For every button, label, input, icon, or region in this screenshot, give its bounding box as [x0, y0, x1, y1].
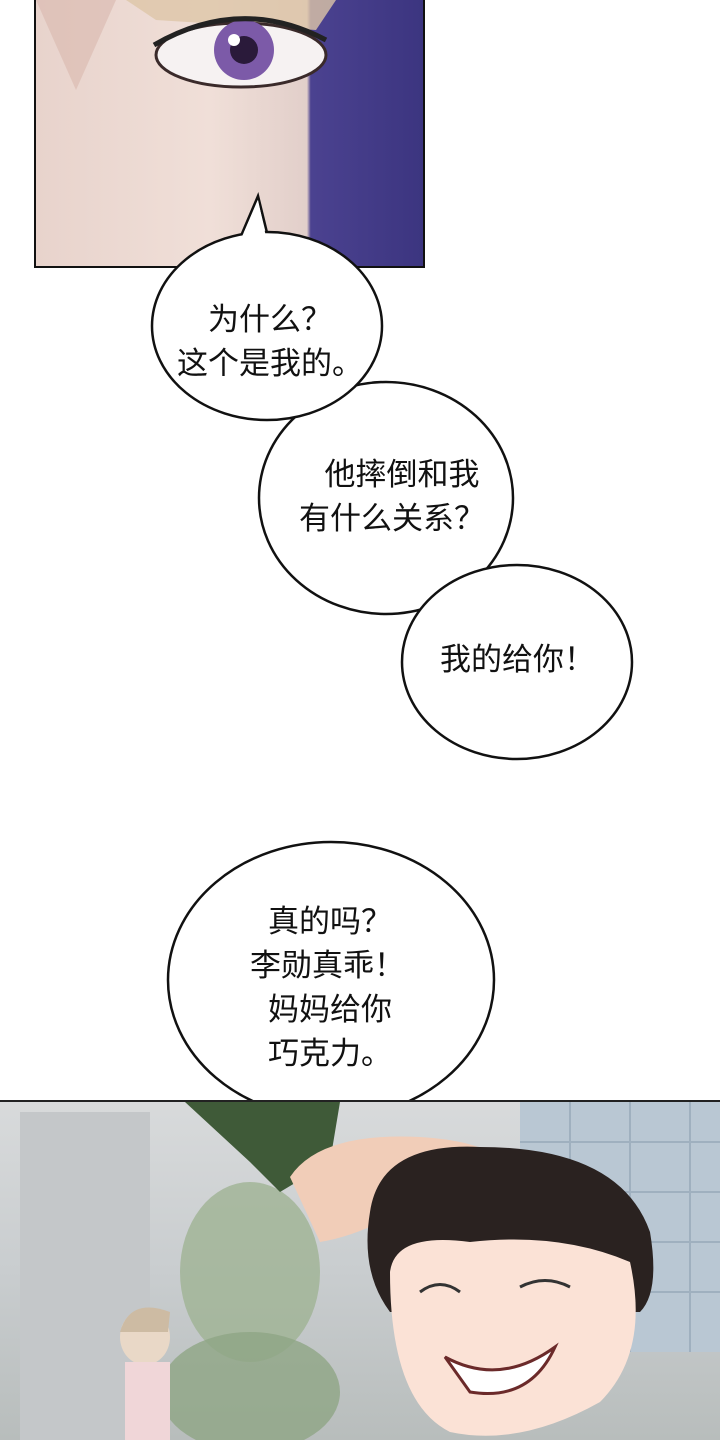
- comic-panel-head-pat: [0, 1100, 720, 1440]
- bubble-4-shape: [166, 840, 496, 1100]
- comic-panel-eye-closeup: [34, 0, 425, 268]
- bubble-line: 我的给你！: [440, 642, 595, 678]
- bubble-line: 为什么？: [208, 302, 332, 338]
- speech-bubble-2: 他摔倒和我 有什么关系？: [282, 453, 502, 541]
- bubble-line: 真的吗？: [268, 904, 392, 940]
- head-pat-illustration: [20, 1102, 720, 1440]
- bubble-line: 巧克力。: [268, 1036, 392, 1072]
- speech-bubbles-layer: [150, 192, 634, 1100]
- bubble-1-shape: [150, 230, 384, 422]
- bubble-3-shape: [400, 563, 634, 761]
- speech-bubble-3: 我的给你！: [430, 638, 605, 682]
- speech-bubble-1: 为什么？ 这个是我的。: [170, 298, 370, 386]
- speech-bubble-4: 真的吗？ 李勋真乖！ 妈妈给你 巧克力。: [240, 900, 420, 1076]
- bubble-line: 有什么关系？: [299, 501, 485, 537]
- bubble-line: 这个是我的。: [177, 346, 363, 382]
- bubble-line: 妈妈给你: [268, 992, 392, 1028]
- eye-illustration: [36, 0, 336, 90]
- bubble-2-shape: [257, 380, 515, 616]
- bubble-line: 他摔倒和我: [324, 457, 480, 493]
- bubble-line: 李勋真乖！: [250, 948, 405, 984]
